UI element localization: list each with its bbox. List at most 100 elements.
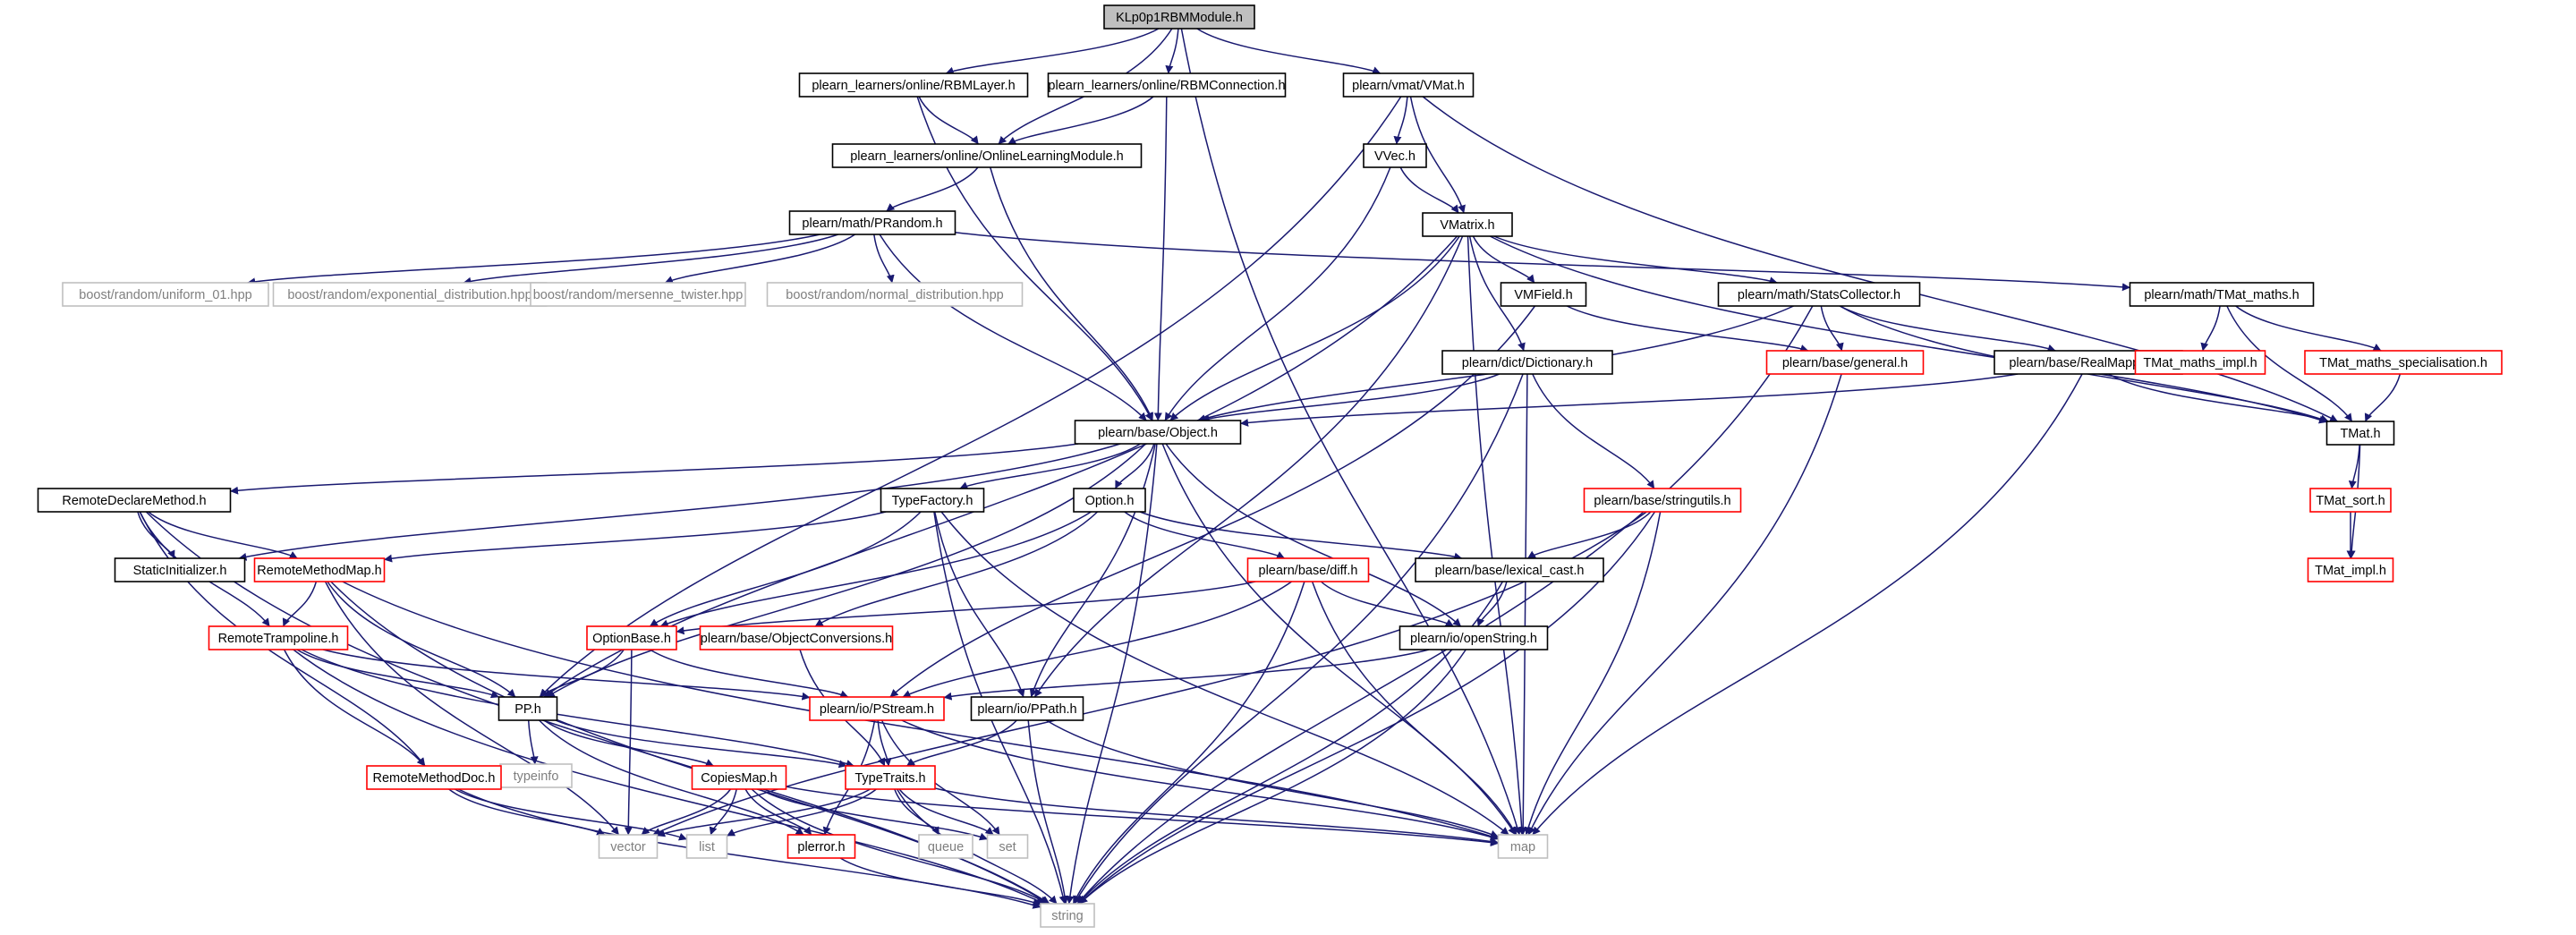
node-set[interactable]: set <box>986 834 1029 859</box>
node-label: TypeTraits.h <box>854 771 925 786</box>
node-tmatsort[interactable]: TMat_sort.h <box>2309 488 2392 513</box>
node-box <box>1103 4 1255 30</box>
node-pp[interactable]: PP.h <box>497 696 558 721</box>
node-label: plearn/base/general.h <box>1782 356 1908 370</box>
node-rbmlayer[interactable]: plearn_learners/online/RBMLayer.h <box>798 72 1029 98</box>
node-label: boost/random/uniform_01.hpp <box>79 288 251 302</box>
node-vmatrix[interactable]: VMatrix.h <box>1422 212 1513 237</box>
node-prandom[interactable]: plearn/math/PRandom.h <box>788 210 956 235</box>
node-typeinfo[interactable]: typeinfo <box>499 763 573 788</box>
node-typetraits[interactable]: TypeTraits.h <box>845 765 936 790</box>
edge-rbmconn-to-object <box>1153 96 1168 421</box>
node-remotemethodmap[interactable]: RemoteMethodMap.h <box>253 557 386 582</box>
node-normaldist[interactable]: boost/random/normal_distribution.hpp <box>766 282 1024 307</box>
node-box <box>1765 350 1925 375</box>
node-tmat[interactable]: TMat.h <box>2325 421 2395 446</box>
edge-general-to-map <box>1527 373 1842 836</box>
edge-lexicalcast-to-openstring <box>1476 581 1508 627</box>
node-olm[interactable]: plearn_learners/online/OnlineLearningMod… <box>831 143 1143 168</box>
node-box <box>1342 72 1475 98</box>
node-remotetramp[interactable]: RemoteTrampoline.h <box>208 625 349 650</box>
node-ppath[interactable]: plearn/io/PPath.h <box>970 696 1084 721</box>
node-statscoll[interactable]: plearn/math/StatsCollector.h <box>1717 282 1921 307</box>
node-label: plearn/base/stringutils.h <box>1594 494 1730 508</box>
node-rbmconn[interactable]: plearn_learners/online/RBMConnection.h <box>1047 72 1287 98</box>
node-vmat[interactable]: plearn/vmat/VMat.h <box>1342 72 1475 98</box>
node-typefactory[interactable]: TypeFactory.h <box>880 488 985 513</box>
file-nodes: KLp0p1RBMModule.h plearn_learners/online/… <box>37 4 2503 928</box>
node-uniform[interactable]: boost/random/uniform_01.hpp <box>62 282 269 307</box>
node-dictionary[interactable]: plearn/dict/Dictionary.h <box>1441 350 1613 375</box>
node-label: boost/random/mersenne_twister.hpp <box>533 288 744 302</box>
node-openstring[interactable]: plearn/io/openString.h <box>1399 625 1549 650</box>
edge-pp-to-typetraits <box>555 719 847 769</box>
edge-typefactory-to-map <box>940 511 1509 836</box>
node-mersenne[interactable]: boost/random/mersenne_twister.hpp <box>530 282 746 307</box>
node-label: plearn/io/PPath.h <box>977 702 1076 717</box>
node-general[interactable]: plearn/base/general.h <box>1765 350 1925 375</box>
edge-diff-to-openstring <box>1320 581 1454 627</box>
node-vvec[interactable]: VVec.h <box>1363 143 1427 168</box>
node-lexicalcast[interactable]: plearn/base/lexical_cast.h <box>1415 557 1604 582</box>
node-diff[interactable]: plearn/base/diff.h <box>1246 557 1370 582</box>
node-tmatmathsimpl[interactable]: TMat_maths_impl.h <box>2134 350 2266 375</box>
node-perror[interactable]: plerror.h <box>786 834 856 859</box>
node-vmfield[interactable]: VMField.h <box>1500 282 1587 307</box>
edge-vmat-to-pp <box>539 96 1402 698</box>
edge-pp-to-typeinfo <box>527 719 539 765</box>
node-box <box>788 210 956 235</box>
edge-remotetramp-to-string <box>293 649 1045 905</box>
node-label: plerror.h <box>797 840 845 854</box>
node-map[interactable]: map <box>1497 834 1549 859</box>
edge-option-to-objconv <box>814 511 1099 627</box>
edge-prandom-to-tmatmaths <box>955 232 2130 292</box>
node-label: list <box>699 840 715 854</box>
node-label: plearn/base/ObjectConversions.h <box>701 632 892 646</box>
edge-object-to-typefactory <box>959 443 1141 489</box>
edge-dictionary-to-object <box>1201 373 1500 423</box>
node-box <box>1047 72 1287 98</box>
node-label: plearn/math/TMat_maths.h <box>2144 288 2299 302</box>
node-stringutils[interactable]: plearn/base/stringutils.h <box>1583 488 1742 513</box>
node-box <box>2129 282 2315 307</box>
edge-copiesmap-to-list <box>709 788 737 836</box>
edge-dictionary-to-string <box>1074 373 1524 905</box>
node-copiesmap[interactable]: CopiesMap.h <box>691 765 787 790</box>
edge-vmatrix-to-vmfield <box>1472 235 1535 284</box>
edge-remotemethoddoc-to-list <box>455 788 687 841</box>
edge-pstream-to-set <box>880 719 1000 836</box>
node-option[interactable]: Option.h <box>1073 488 1146 513</box>
node-box <box>1583 488 1742 513</box>
node-staticinit[interactable]: StaticInitializer.h <box>114 557 246 582</box>
node-box <box>598 834 659 859</box>
node-box <box>1422 212 1513 237</box>
node-label: OptionBase.h <box>592 632 671 646</box>
node-objconv[interactable]: plearn/base/ObjectConversions.h <box>699 625 894 650</box>
node-remotedecl[interactable]: RemoteDeclareMethod.h <box>37 488 232 513</box>
edge-ppath-to-map <box>1045 719 1499 838</box>
node-root[interactable]: KLp0p1RBMModule.h <box>1103 4 1255 30</box>
node-label: vector <box>610 840 646 854</box>
edge-object-to-string <box>1066 443 1158 905</box>
node-pstream[interactable]: plearn/io/PStream.h <box>809 696 945 721</box>
node-list[interactable]: list <box>685 834 728 859</box>
node-tmatmaths[interactable]: plearn/math/TMat_maths.h <box>2129 282 2315 307</box>
node-tmatmathsspec[interactable]: TMat_maths_specialisation.h <box>2304 350 2503 375</box>
node-vector[interactable]: vector <box>598 834 659 859</box>
node-string[interactable]: string <box>1040 903 1095 928</box>
node-box <box>845 765 936 790</box>
node-optionbase[interactable]: OptionBase.h <box>586 625 677 650</box>
node-expo[interactable]: boost/random/exponential_distribution.hp… <box>272 282 548 307</box>
node-label: TMat.h <box>2340 427 2380 441</box>
node-label: plearn/base/diff.h <box>1259 564 1358 578</box>
node-object[interactable]: plearn/base/Object.h <box>1074 420 1242 445</box>
node-tmatimpl[interactable]: TMat_impl.h <box>2307 557 2394 582</box>
edge-ppath-to-typetraits <box>906 719 1017 767</box>
node-remotemethoddoc[interactable]: RemoteMethodDoc.h <box>366 765 502 790</box>
node-box <box>37 488 232 513</box>
edge-vmatrix-to-map <box>1467 235 1526 836</box>
edge-object-to-map <box>1161 443 1517 836</box>
node-label: TMat_maths_specialisation.h <box>2319 356 2487 370</box>
node-queue[interactable]: queue <box>918 834 973 859</box>
